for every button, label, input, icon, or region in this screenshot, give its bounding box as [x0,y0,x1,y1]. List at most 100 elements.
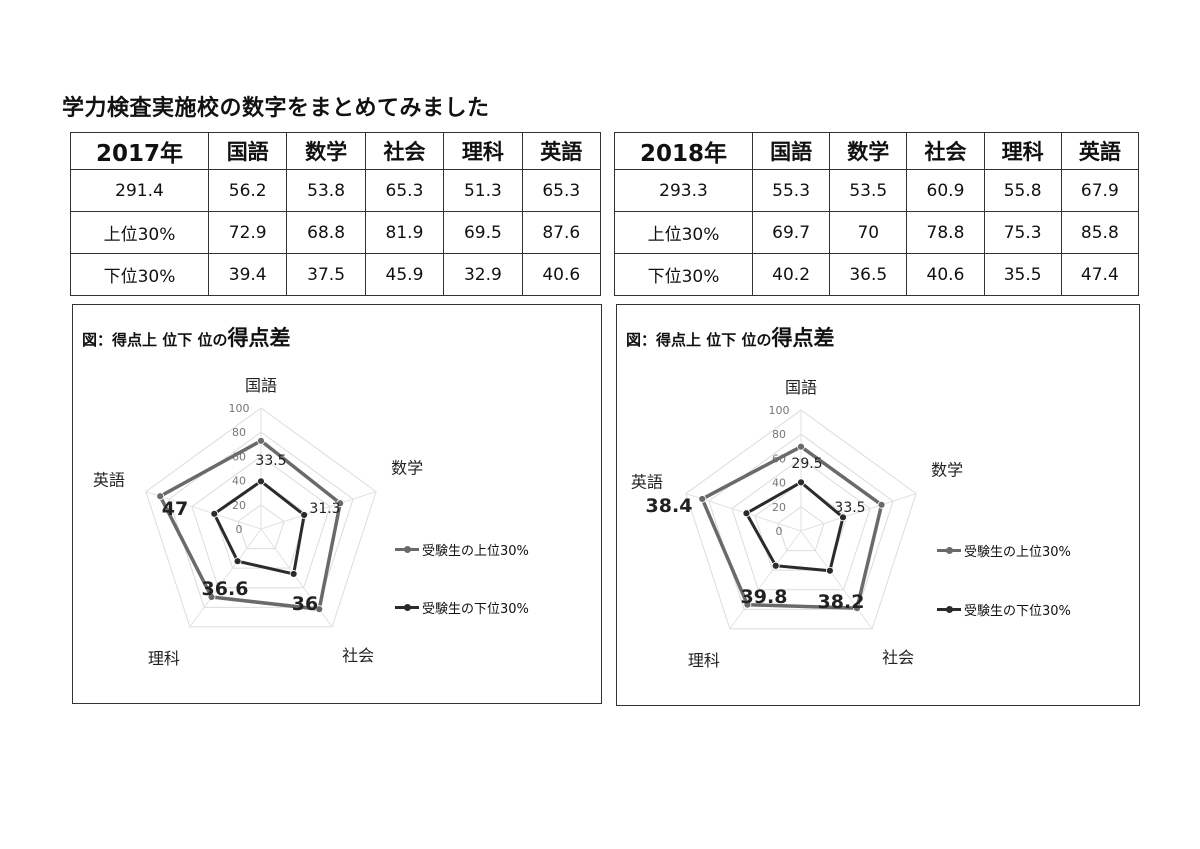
table-cell: 60.9 [906,169,985,212]
chart-title: 図：得点上 位下 位の得点差 [626,322,834,352]
series-line-lower [744,480,845,573]
table-cell: 81.9 [364,211,445,254]
table-row: 上位30% 69.7 70 78.8 75.3 85.8 [614,211,1139,254]
difference-label: 39.8 [741,586,788,608]
data-point [698,495,707,503]
table-cell: 40.6 [906,253,985,296]
table-row: 293.3 55.3 53.5 60.9 55.8 67.9 [614,169,1139,212]
series-line-upper [157,438,343,612]
axis-category-label: 英語 [93,471,125,490]
data-point [210,509,219,518]
grid-ring [708,433,894,610]
chart-title-prefix: 図：得点上 位下 位の [626,331,772,349]
scale-tick-label: 100 [769,404,790,417]
table-cell: 40.2 [751,253,831,296]
row-label: 293.3 [614,169,753,212]
legend-line-icon [395,604,419,611]
radar-chart: 020406080100国語数学社会理科英語29.533.538.239.838… [631,378,963,670]
data-point [853,604,861,613]
table-cell: 37.5 [286,253,366,296]
legend-label: 受験生の下位30% [422,602,529,617]
table-row: 291.4 56.2 53.8 65.3 51.3 65.3 [70,169,601,212]
table-cell: 36.5 [829,253,908,296]
table-cell: 78.8 [906,211,985,254]
table-cell: 32.9 [443,253,523,296]
table-cell: 45.9 [364,253,445,296]
difference-label: 33.5 [834,500,865,516]
legend-item-bottom: 受験生の下位30% [937,600,1071,619]
table-cell: 53.5 [829,169,908,212]
subject-header: 社会 [364,132,445,170]
year-cell: 2018年 [614,132,753,170]
axis-category-label: 理科 [688,651,720,670]
scale-tick-label: 20 [232,499,246,512]
grid-ring [191,455,331,589]
data-point [743,600,752,609]
data-point [257,436,265,445]
legend-item-top: 受験生の上位30% [395,540,529,559]
difference-label: 36 [292,593,318,615]
grid-ring [168,431,354,608]
legend-item-bottom: 受験生の下位30% [395,598,529,617]
data-point [257,477,265,486]
grid-spoke [800,530,873,630]
table-cell: 68.8 [286,211,366,254]
table-cell: 56.2 [207,169,288,212]
difference-label: 47 [162,498,188,520]
grid-spoke [729,530,802,630]
subject-header: 英語 [521,132,601,170]
grid-ring [731,457,871,591]
table-header-row: 2017年 国語 数学 社会 理科 英語 [70,132,601,170]
grid-ring [777,506,825,552]
difference-label: 29.5 [791,456,822,472]
difference-label: 31.3 [309,501,340,517]
data-point [233,557,242,566]
data-point [336,499,345,508]
legend-item-top: 受験生の上位30% [937,541,1071,560]
series-line-upper [700,444,884,610]
data-point [156,492,165,501]
scale-tick-label: 20 [772,501,786,514]
subject-header: 国語 [207,132,288,170]
chart-title-main: 得点差 [771,326,835,350]
scale-tick-label: 40 [772,477,786,490]
series-line-lower [212,479,306,576]
row-label: 下位30% [70,253,209,296]
legend-label: 受験生の上位30% [422,544,529,559]
scale-tick-label: 0 [776,525,783,538]
score-table-2018: 2018年 国語 数学 社会 理科 英語 293.3 55.3 53.5 60.… [614,132,1139,296]
subject-header: 国語 [751,132,831,170]
table-cell: 69.5 [443,211,523,254]
legend-line-icon [937,606,961,613]
chart-title: 図：得点上 位下 位の得点差 [82,322,290,352]
difference-label: 36.6 [202,578,249,600]
data-point [877,500,886,509]
data-point [300,511,309,519]
scale-tick-label: 100 [229,402,250,415]
scale-tick-label: 0 [236,523,243,536]
axis-category-label: 数学 [391,459,423,478]
subject-header: 社会 [906,132,985,170]
data-point [289,570,298,578]
data-point [839,513,847,522]
data-point [207,593,216,601]
table-row: 下位30% 39.4 37.5 45.9 32.9 40.6 [70,253,601,296]
table-cell: 65.3 [521,169,601,212]
subject-header: 理科 [443,132,523,170]
axis-category-label: 数学 [931,461,963,480]
row-label: 上位30% [614,211,753,254]
grid-spoke [800,493,917,532]
score-table-2017: 2017年 国語 数学 社会 理科 英語 291.4 56.2 53.8 65.… [70,132,601,296]
axis-category-label: 社会 [882,648,914,667]
table-cell: 47.4 [1060,253,1139,296]
table-cell: 55.8 [983,169,1062,212]
legend-line-icon [937,547,961,554]
axis-category-label: 社会 [342,646,374,665]
table-cell: 72.9 [207,211,288,254]
table-cell: 35.5 [983,253,1062,296]
data-point [825,566,834,575]
difference-label: 38.2 [818,591,865,613]
